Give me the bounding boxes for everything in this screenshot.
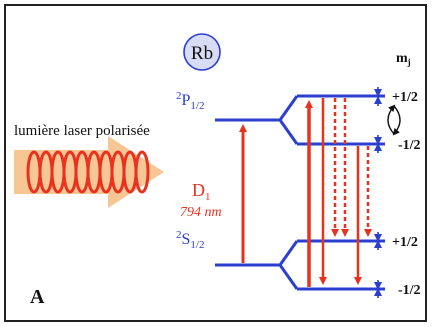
s-split-down [280, 265, 297, 289]
atom-symbol: Rb [184, 34, 220, 70]
energy-levels [215, 96, 385, 289]
lower-minus-label: -1/2 [398, 283, 421, 298]
panel-label: A [30, 286, 45, 308]
p-split-down [280, 120, 297, 144]
atom-symbol-text: Rb [191, 43, 213, 64]
s-split-up [280, 241, 297, 265]
upper-plus-label: +1/2 [392, 90, 418, 105]
transition-wavelength: 794 nm [180, 205, 222, 220]
transition-name: D1 [192, 180, 211, 203]
upper-level-label: 2P1/2 [176, 90, 204, 112]
lower-level-label: 2S1/2 [176, 229, 204, 251]
p-split-up [280, 96, 297, 120]
lower-plus-label: +1/2 [392, 235, 418, 250]
collisional-mixing-arrow-return [388, 106, 394, 134]
collisional-mixing-arrow [394, 106, 400, 134]
upper-minus-label: -1/2 [398, 138, 421, 153]
mj-header: mj [396, 51, 411, 67]
beam-label: lumière laser polarisée [14, 123, 150, 139]
